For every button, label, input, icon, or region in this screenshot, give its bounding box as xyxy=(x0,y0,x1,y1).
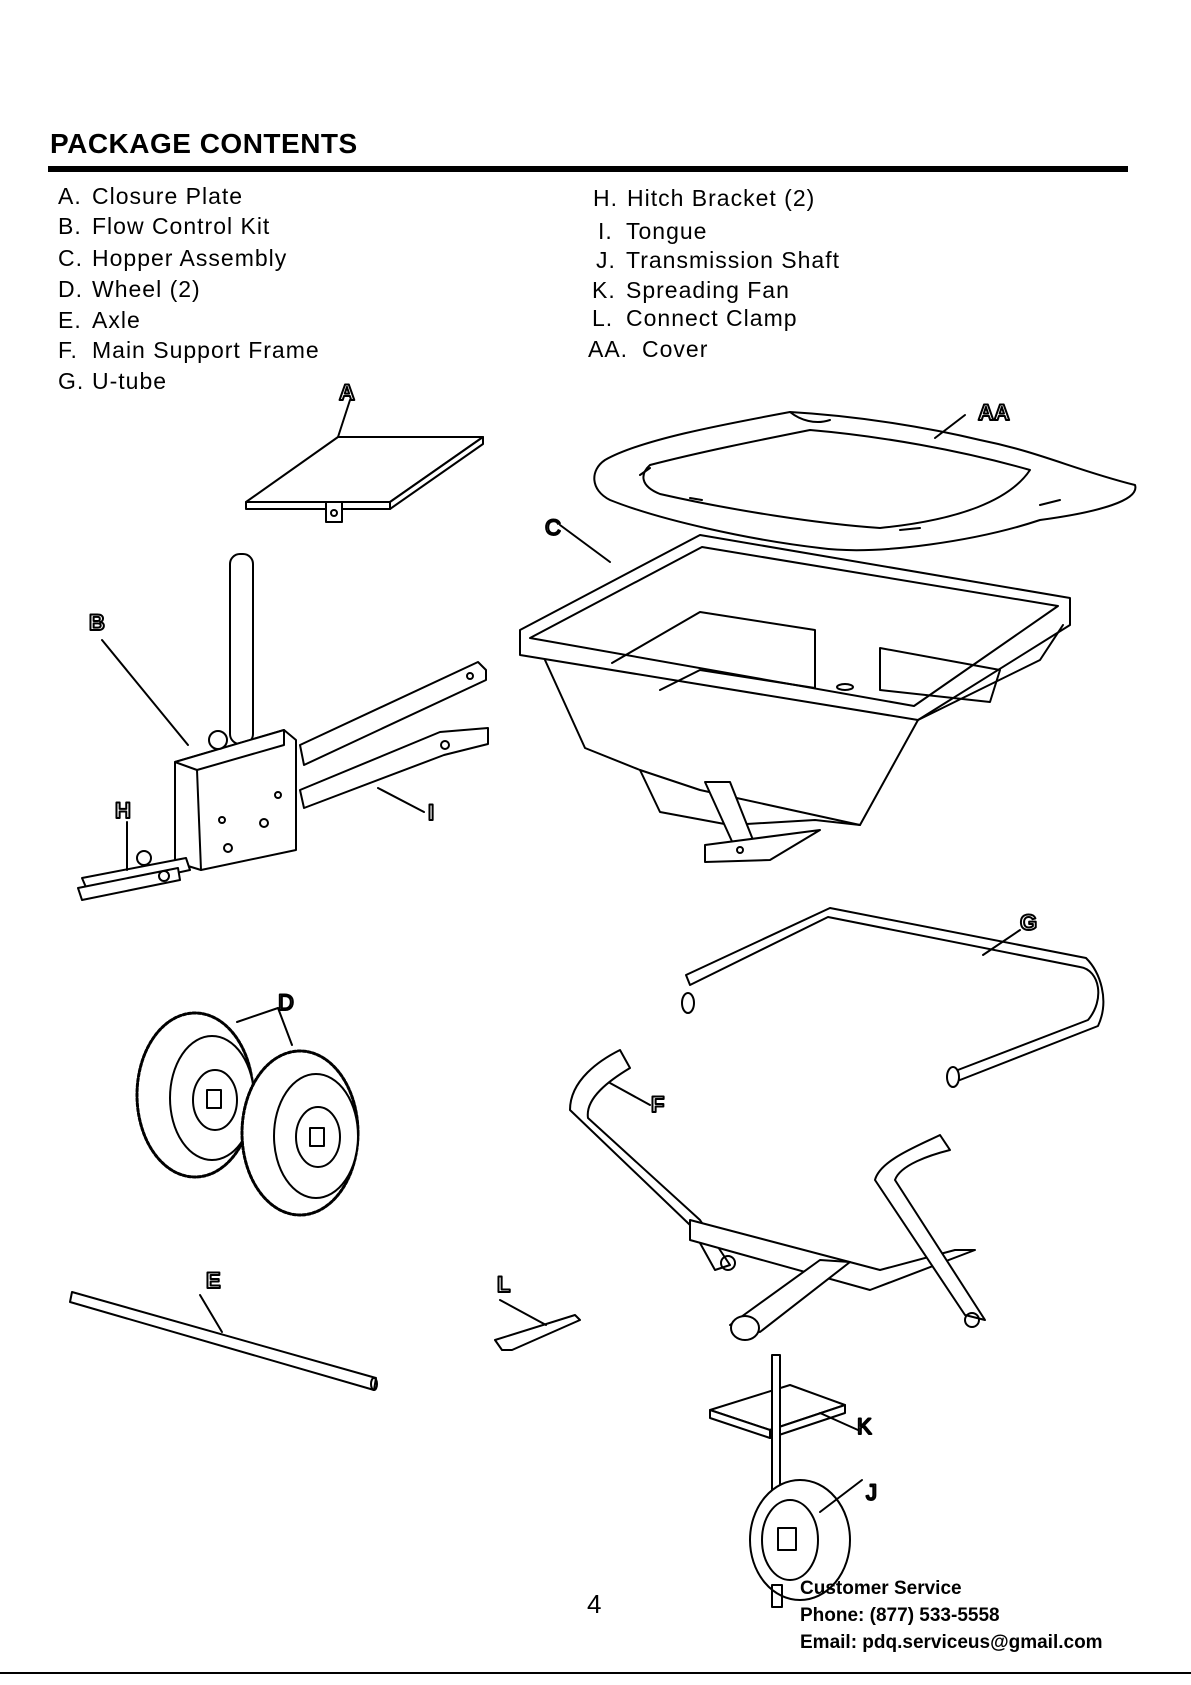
section-heading: PACKAGE CONTENTS xyxy=(50,128,358,159)
callout-h: H xyxy=(115,798,131,823)
customer-service-title: Customer Service xyxy=(800,1578,962,1599)
callout-d: D xyxy=(278,990,294,1015)
part-code: G. xyxy=(58,368,85,394)
part-name: Closure Plate xyxy=(92,183,244,209)
closure-plate-drawing xyxy=(245,399,484,523)
part-item-e: E. Axle xyxy=(58,307,141,334)
part-name: Tongue xyxy=(626,218,708,244)
part-code: H. xyxy=(593,185,618,211)
part-item-i: I. Tongue xyxy=(598,218,707,245)
part-item-aa: AA. Cover xyxy=(588,336,708,363)
u-tube-drawing xyxy=(681,907,1105,1088)
transmission-shaft-drawing xyxy=(749,1479,863,1608)
page-number: 4 xyxy=(587,1589,602,1619)
part-code: E. xyxy=(58,307,82,333)
part-name: U-tube xyxy=(92,368,168,394)
part-code: I. xyxy=(598,218,613,244)
main-support-frame-drawing xyxy=(569,1049,986,1341)
part-item-c: C. Hopper Assembly xyxy=(58,245,287,272)
part-name: Hopper Assembly xyxy=(92,245,288,271)
page-bottom-rule xyxy=(0,1672,1191,1674)
part-code: L. xyxy=(592,305,614,331)
part-item-k: K. Spreading Fan xyxy=(592,277,790,304)
callout-i: I xyxy=(428,800,434,825)
part-name: Transmission Shaft xyxy=(626,247,840,273)
callout-l: L xyxy=(497,1272,510,1297)
callout-c: C xyxy=(545,515,561,540)
part-name: Hitch Bracket (2) xyxy=(627,185,816,211)
heading-rule xyxy=(48,166,1128,172)
hopper-drawing xyxy=(519,524,1071,863)
part-item-f: F. Main Support Frame xyxy=(58,337,320,364)
customer-service-email: Email: pdq.serviceus@gmail.com xyxy=(800,1632,1103,1653)
cover-drawing xyxy=(593,411,1137,552)
part-code: C. xyxy=(58,245,83,271)
part-name: Flow Control Kit xyxy=(92,213,271,239)
customer-service-block: Customer Service Phone: (877) 533-5558 E… xyxy=(800,1575,1103,1656)
callout-f: F xyxy=(651,1092,664,1117)
part-code: A. xyxy=(58,183,82,209)
part-name: Cover xyxy=(642,336,709,362)
callout-b: B xyxy=(89,610,105,635)
part-name: Connect Clamp xyxy=(626,305,798,331)
connect-clamp-drawing xyxy=(494,1299,581,1351)
callout-e: E xyxy=(206,1268,221,1293)
part-item-b: B. Flow Control Kit xyxy=(58,213,270,240)
part-item-a: A. Closure Plate xyxy=(58,183,243,210)
part-name: Axle xyxy=(92,307,141,333)
part-code: D. xyxy=(58,276,83,302)
callout-k: K xyxy=(857,1414,872,1439)
part-item-l: L. Connect Clamp xyxy=(592,305,798,332)
part-name: Main Support Frame xyxy=(92,337,320,363)
part-name: Spreading Fan xyxy=(626,277,790,303)
tongue-assembly-drawing xyxy=(77,553,489,901)
part-name: Wheel (2) xyxy=(92,276,201,302)
wheels-drawing xyxy=(135,1007,360,1217)
part-code: F. xyxy=(58,337,78,363)
callout-aa: AA xyxy=(978,400,1010,425)
part-item-d: D. Wheel (2) xyxy=(58,276,201,303)
part-item-h: H. Hitch Bracket (2) xyxy=(593,185,815,212)
part-code: K. xyxy=(592,277,616,303)
part-item-g: G. U-tube xyxy=(58,368,167,395)
part-code: B. xyxy=(58,213,82,239)
part-code: J. xyxy=(596,247,616,273)
part-item-j: J. Transmission Shaft xyxy=(596,247,840,274)
callout-a: A xyxy=(339,380,355,405)
callout-g: G xyxy=(1020,910,1037,935)
customer-service-phone: Phone: (877) 533-5558 xyxy=(800,1605,1000,1626)
axle-drawing xyxy=(69,1291,378,1391)
part-code: AA. xyxy=(588,336,629,362)
callout-j: J xyxy=(866,1480,877,1505)
